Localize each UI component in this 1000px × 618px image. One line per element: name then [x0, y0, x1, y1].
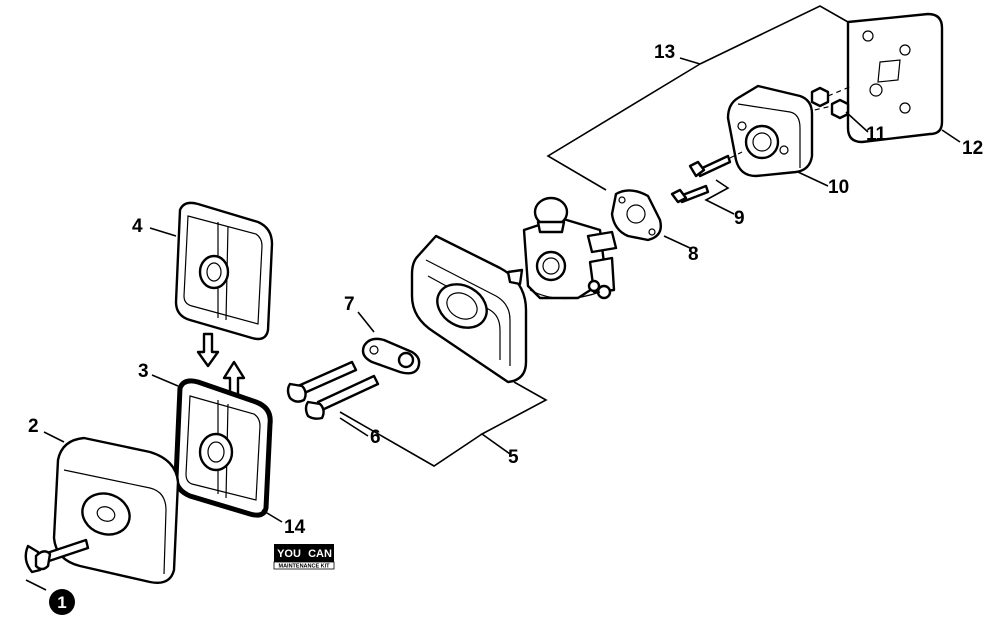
maintenance-kit-logo: YOU CAN MAINTENANCE KIT [273, 544, 335, 570]
callout-4: 4 [132, 216, 143, 237]
callout-5: 5 [508, 447, 519, 468]
callout-2: 2 [28, 416, 39, 437]
callout-1-badge [49, 589, 75, 615]
callout-6: 6 [370, 427, 381, 448]
logo-you: YOU [277, 548, 301, 560]
callout-10: 10 [828, 177, 849, 198]
part-1-wing-bolt [24, 538, 90, 574]
part-8-gasket [610, 189, 662, 242]
callout-12: 12 [962, 138, 983, 159]
part-2-filter-cover [52, 436, 180, 584]
part-6-bolts [286, 360, 380, 420]
callout-8: 8 [688, 244, 699, 265]
part-5-air-cleaner-base [410, 234, 528, 384]
logo-subtitle: MAINTENANCE KIT [278, 564, 330, 570]
logo-can: CAN [308, 548, 332, 560]
callout-9: 9 [734, 208, 745, 229]
callout-7: 7 [344, 294, 355, 315]
leader-lines [25, 5, 961, 591]
part-9-screws [670, 151, 743, 204]
callout-labels: 1 2 3 4 5 6 7 8 9 10 11 12 13 14 [28, 42, 983, 615]
callout-14: 14 [284, 517, 306, 538]
swap-arrows [196, 332, 246, 398]
part-7-bracket [361, 337, 421, 375]
callout-11: 11 [866, 124, 887, 145]
part-12-gasket-plate [846, 12, 944, 144]
carburetor [522, 196, 618, 300]
part-3-filter-element [173, 378, 273, 518]
callout-13: 13 [654, 42, 675, 63]
callout-3: 3 [138, 361, 149, 382]
part-10-insulator [726, 84, 814, 178]
part-4-filter-screen [174, 201, 274, 341]
callout-1: 1 [57, 593, 66, 612]
